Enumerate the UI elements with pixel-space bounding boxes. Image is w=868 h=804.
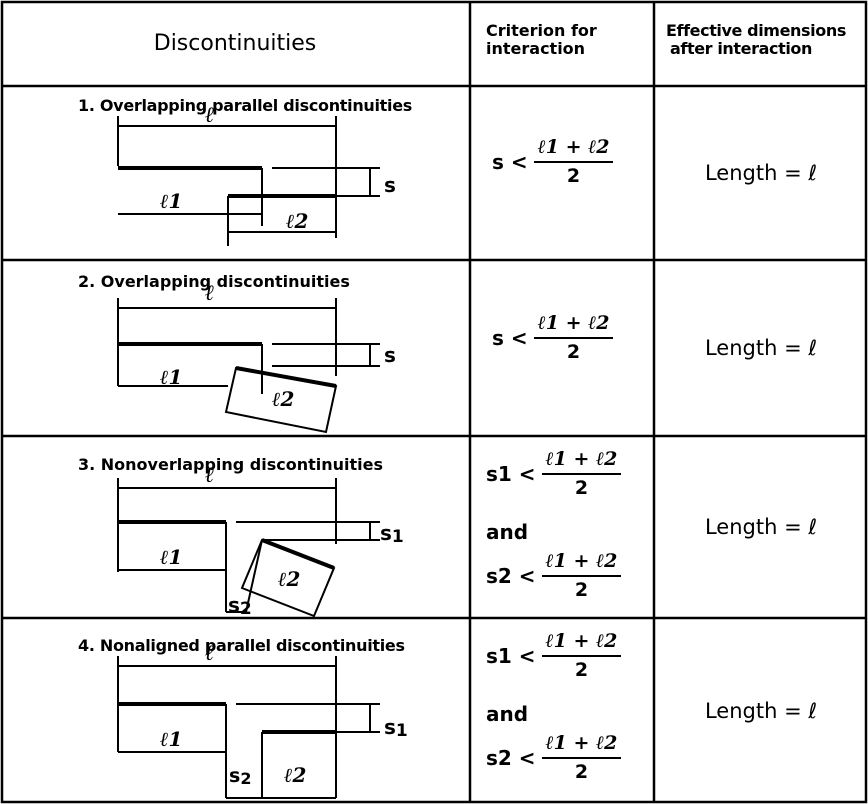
row-2-criterion-fraction: ℓ1 + ℓ2 2 bbox=[533, 312, 614, 363]
row-2-label-l2: ℓ2 bbox=[272, 387, 295, 411]
row-4-diagram: ℓ s1 ℓ1 s2 ℓ2 bbox=[117, 640, 408, 799]
row-3-label-s2-base: s bbox=[228, 593, 240, 617]
row-4-label-s2-base: s bbox=[229, 765, 240, 787]
row-4-criterion-fraction-2: ℓ1 + ℓ2 2 bbox=[541, 732, 622, 783]
row-4-criterion-lhs2: s2 < bbox=[486, 745, 536, 770]
row-3-criterion-lhs2: s2 < bbox=[486, 563, 536, 588]
header-criterion-line1: Criterion for bbox=[486, 21, 597, 40]
row-3-criterion-fraction-2: ℓ1 + ℓ2 2 bbox=[541, 550, 622, 601]
row-3-criterion-numerator-2: ℓ1 + ℓ2 bbox=[541, 550, 622, 577]
header-discontinuities: Discontinuities bbox=[153, 30, 317, 56]
row-2-criterion-numerator: ℓ1 + ℓ2 bbox=[533, 312, 614, 339]
row-4-criterion-numerator-1: ℓ1 + ℓ2 bbox=[541, 630, 622, 657]
row-1-criterion: s < ℓ1 + ℓ2 2 bbox=[492, 136, 614, 187]
header-effective-line2: after interaction bbox=[670, 39, 812, 58]
row-3-label-l2: ℓ2 bbox=[278, 567, 301, 591]
header-criterion: Criterion for interaction bbox=[486, 22, 597, 58]
row-4-criterion-lhs1: s1 < bbox=[486, 643, 536, 668]
row-3-label-s1-base: s bbox=[380, 521, 392, 545]
row-4-label-s2: s2 bbox=[229, 765, 251, 788]
row-3-criterion-lhs1: s1 < bbox=[486, 461, 536, 486]
row-3-criterion-fraction-1: ℓ1 + ℓ2 2 bbox=[541, 448, 622, 499]
row-2-title: 2. Overlapping discontinuities bbox=[78, 272, 350, 291]
row-1-diagram: ℓ s ℓ1 ℓ2 bbox=[117, 102, 396, 246]
row-3-label-l: ℓ bbox=[205, 462, 214, 488]
row-4-label-s1-base: s bbox=[384, 715, 396, 739]
row-2-criterion: s < ℓ1 + ℓ2 2 bbox=[492, 312, 614, 363]
row-1-label-l2: ℓ2 bbox=[286, 209, 309, 233]
row-4-label-s1-sub: 1 bbox=[396, 721, 408, 741]
row-1-criterion-lhs: s < bbox=[492, 149, 528, 174]
row-2-label-l: ℓ bbox=[205, 280, 214, 306]
row-4-label-s2-sub: 2 bbox=[240, 769, 251, 788]
header-effective-line1: Effective dimensions bbox=[666, 21, 846, 40]
row-3-criterion-denominator-1: 2 bbox=[574, 477, 589, 499]
row-1-criterion-numerator: ℓ1 + ℓ2 bbox=[533, 136, 614, 163]
row-4-criterion-denominator-1: 2 bbox=[574, 659, 589, 681]
row-2-label-s: s bbox=[384, 343, 396, 367]
row-4-criterion-1: s1 < ℓ1 + ℓ2 2 bbox=[486, 630, 622, 681]
row-1-criterion-denominator: 2 bbox=[566, 165, 581, 187]
row-3-criterion-1: s1 < ℓ1 + ℓ2 2 bbox=[486, 448, 622, 499]
row-3-criterion-numerator-1: ℓ1 + ℓ2 bbox=[541, 448, 622, 475]
row-1-title: 1. Overlapping parallel discontinuities bbox=[78, 96, 412, 115]
header-effective-dimensions: Effective dimensions after interaction bbox=[666, 22, 846, 58]
row-3-effective: Length = ℓ bbox=[704, 515, 818, 539]
row-4-criterion-denominator-2: 2 bbox=[574, 761, 589, 783]
row-3-criterion-denominator-2: 2 bbox=[574, 579, 589, 601]
row-2-criterion-lhs: s < bbox=[492, 325, 528, 350]
row-4-criterion-fraction-1: ℓ1 + ℓ2 2 bbox=[541, 630, 622, 681]
row-4-label-s1: s1 bbox=[384, 715, 408, 741]
row-4-label-l1: ℓ1 bbox=[160, 727, 182, 751]
row-4-criterion-2: s2 < ℓ1 + ℓ2 2 bbox=[486, 732, 622, 783]
row-1-effective: Length = ℓ bbox=[704, 161, 818, 185]
row-3-label-l1: ℓ1 bbox=[160, 545, 182, 569]
row-3-label-s1-sub: 1 bbox=[392, 527, 404, 547]
header-criterion-line2: interaction bbox=[486, 39, 586, 58]
row-3-label-s2: s2 bbox=[228, 593, 252, 618]
row-2-diagram: ℓ s ℓ1 ℓ2 bbox=[117, 280, 396, 434]
row-4-title: 4. Nonaligned parallel discontinuities bbox=[78, 636, 405, 655]
row-4-criterion-and: and bbox=[486, 702, 529, 726]
row-1-label-s: s bbox=[384, 173, 396, 197]
row-3-title: 3. Nonoverlapping discontinuities bbox=[78, 455, 384, 474]
row-2-effective: Length = ℓ bbox=[704, 336, 818, 360]
row-3-label-s1: s1 bbox=[380, 521, 404, 547]
row-1-criterion-fraction: ℓ1 + ℓ2 2 bbox=[533, 136, 614, 187]
row-4-label-l: ℓ bbox=[205, 640, 214, 666]
row-3-label-s2-sub: 2 bbox=[240, 599, 252, 618]
row-2-criterion-denominator: 2 bbox=[566, 341, 581, 363]
row-1-label-l: ℓ bbox=[205, 102, 214, 128]
row-4-criterion-numerator-2: ℓ1 + ℓ2 bbox=[541, 732, 622, 759]
row-1-label-l1: ℓ1 bbox=[160, 189, 182, 213]
row-3-diagram: ℓ s1 ℓ1 s2 ℓ2 bbox=[117, 462, 404, 618]
row-4-label-l2: ℓ2 bbox=[284, 763, 307, 787]
row-2-label-l1: ℓ1 bbox=[160, 365, 182, 389]
row-3-criterion-2: s2 < ℓ1 + ℓ2 2 bbox=[486, 550, 622, 601]
row-3-criterion-and: and bbox=[486, 520, 529, 544]
row-4-effective: Length = ℓ bbox=[704, 699, 818, 723]
